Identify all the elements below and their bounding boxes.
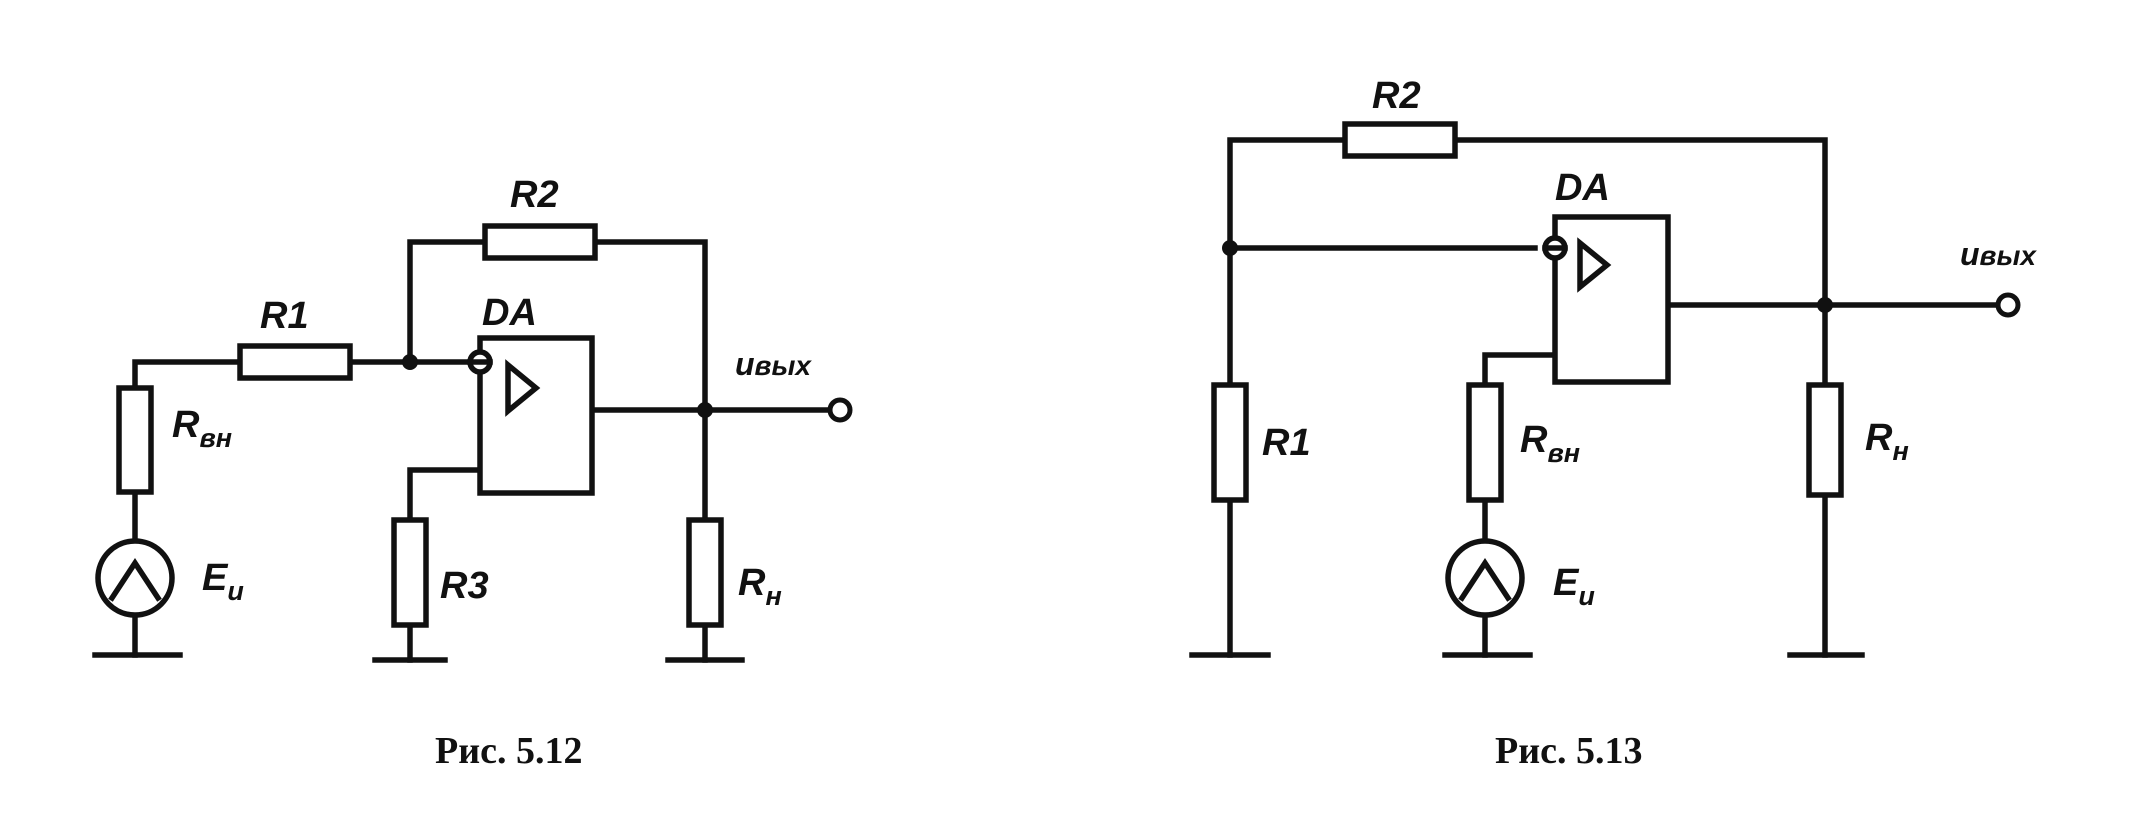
resistor-r2 — [482, 223, 598, 261]
caption-5-13: Рис. 5.13 — [1495, 730, 1642, 772]
label-r1: R1 — [260, 295, 309, 337]
source-arrow-icon — [1458, 557, 1512, 602]
label-ei: Eи — [1553, 562, 1595, 611]
voltage-source-ei — [1445, 538, 1525, 618]
output-terminal-icon — [1995, 292, 2021, 318]
label-da: DA — [482, 292, 537, 334]
op-amp-da — [1542, 214, 1671, 385]
label-rn: Rн — [1865, 417, 1909, 466]
label-uout: uвых — [735, 346, 812, 382]
label-r3: R3 — [440, 565, 489, 607]
label-uout: uвых — [1960, 236, 2037, 272]
label-ei: Eи — [202, 557, 244, 606]
amplifier-triangle-icon — [505, 359, 541, 417]
figure-5-12: R1 R2 R3 DA Rвн Rн uвых Eи Рис. 5.12 — [92, 174, 853, 772]
label-rn: Rн — [738, 562, 782, 611]
label-da: DA — [1555, 167, 1610, 209]
label-rvn: Rвн — [172, 404, 232, 453]
resistor-rvn — [116, 385, 154, 495]
label-r1: R1 — [1262, 422, 1311, 464]
output-terminal-icon — [827, 397, 853, 423]
junction-node — [1817, 297, 1833, 313]
op-amp-da — [467, 335, 595, 496]
resistor-rn — [1806, 382, 1844, 498]
junction-node — [402, 354, 418, 370]
resistor-r3 — [391, 517, 429, 628]
figure-5-13: R2 R1 DA Rвн Rн uвых Eи Рис. 5.13 — [1189, 75, 2037, 772]
label-r2: R2 — [510, 174, 559, 216]
resistor-rn — [686, 517, 724, 628]
label-rvn: Rвн — [1520, 419, 1580, 468]
resistor-r2 — [1342, 121, 1458, 159]
resistor-r1 — [1211, 382, 1249, 503]
source-arrow-icon — [108, 557, 162, 602]
caption-5-12: Рис. 5.12 — [435, 730, 582, 772]
junction-node — [1222, 240, 1238, 256]
junction-node — [697, 402, 713, 418]
wires-5-13 — [1189, 137, 2003, 658]
amplifier-triangle-icon — [1577, 237, 1612, 293]
resistor-rvn — [1466, 382, 1504, 503]
label-r2: R2 — [1372, 75, 1421, 117]
voltage-source-ei — [95, 538, 175, 618]
resistor-r1 — [237, 343, 353, 381]
